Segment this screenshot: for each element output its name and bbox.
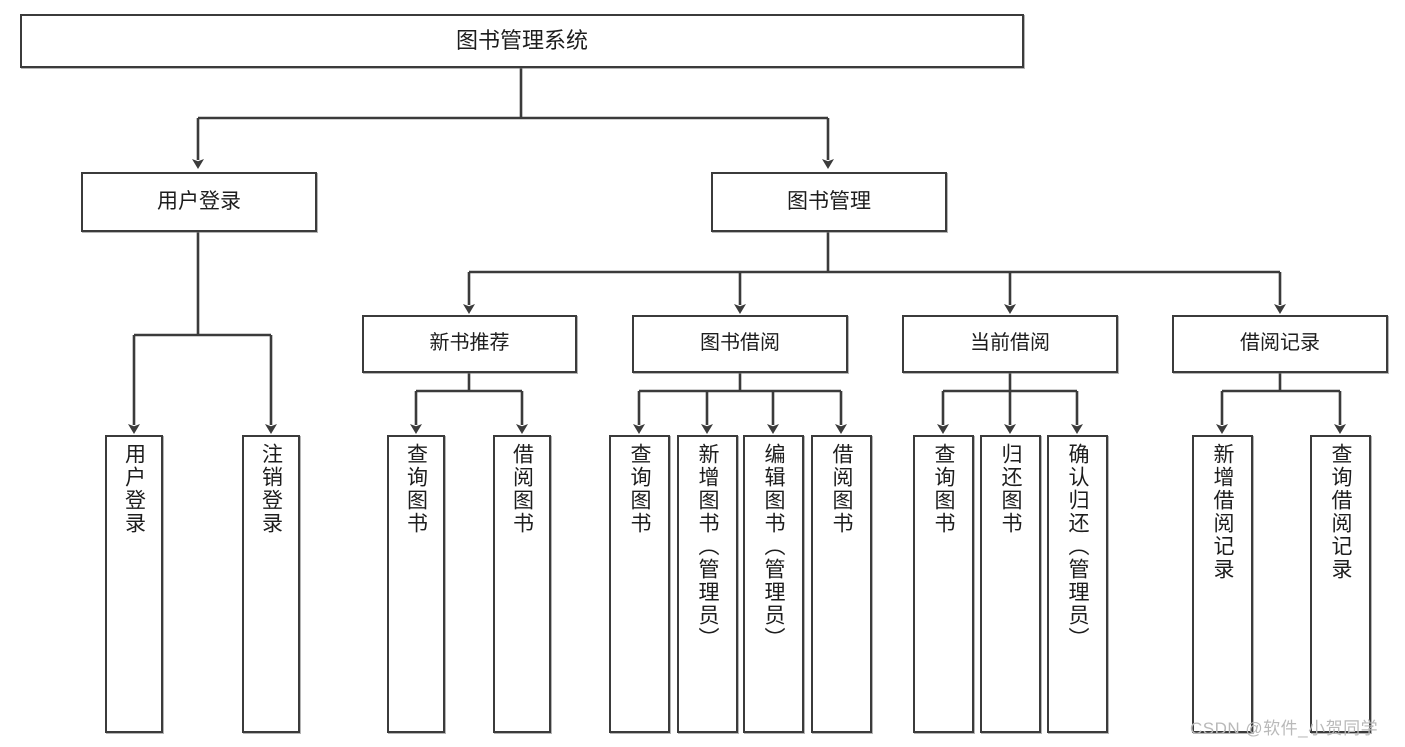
node-new-book-recommend[interactable]: 新书推荐 [362,315,577,373]
leaf-borrow-book-label: 借阅图书 [830,443,853,535]
leaf-borrow-book-recommend-label: 借阅图书 [510,443,534,535]
leaf-query-borrow-record[interactable]: 查询借阅记录 [1310,435,1371,733]
node-book-borrow-label: 图书借阅 [700,332,780,355]
node-current-borrow-label: 当前借阅 [970,332,1050,355]
node-new-book-recommend-label: 新书推荐 [429,332,510,355]
leaf-edit-book-admin-label: 编辑图书（管理员） [762,443,785,650]
leaf-query-book-label: 查询图书 [628,443,651,535]
leaf-query-book-recommend[interactable]: 查询图书 [387,435,445,733]
node-user-login-label: 用户登录 [157,189,241,213]
watermark: CSDN @软件_小贺同学 [1190,719,1379,738]
leaf-borrow-book-recommend[interactable]: 借阅图书 [493,435,551,733]
node-root[interactable]: 图书管理系统 [20,14,1024,68]
leaf-query-book-current-label: 查询图书 [932,443,955,535]
node-book-management[interactable]: 图书管理 [711,172,947,232]
leaf-borrow-book[interactable]: 借阅图书 [811,435,872,733]
leaf-return-book-label: 归还图书 [999,443,1022,535]
leaf-confirm-return-admin-label: 确认归还（管理员） [1066,443,1089,650]
node-current-borrow[interactable]: 当前借阅 [902,315,1118,373]
leaf-return-book[interactable]: 归还图书 [980,435,1041,733]
node-root-label: 图书管理系统 [455,28,588,54]
node-book-borrow[interactable]: 图书借阅 [632,315,848,373]
leaf-confirm-return-admin[interactable]: 确认归还（管理员） [1047,435,1108,733]
leaf-query-book-recommend-label: 查询图书 [404,443,428,535]
node-user-login[interactable]: 用户登录 [81,172,317,232]
leaf-logout[interactable]: 注销登录 [242,435,300,733]
node-borrow-record[interactable]: 借阅记录 [1172,315,1388,373]
leaf-edit-book-admin[interactable]: 编辑图书（管理员） [743,435,804,733]
leaf-logout-label: 注销登录 [259,443,283,535]
leaf-add-book-admin-label: 新增图书（管理员） [696,443,719,650]
leaf-add-book-admin[interactable]: 新增图书（管理员） [677,435,738,733]
leaf-user-login[interactable]: 用户登录 [105,435,163,733]
leaf-add-borrow-record[interactable]: 新增借阅记录 [1192,435,1253,733]
leaf-query-book[interactable]: 查询图书 [609,435,670,733]
leaf-query-borrow-record-label: 查询借阅记录 [1329,443,1352,581]
leaf-add-borrow-record-label: 新增借阅记录 [1211,443,1234,581]
leaf-user-login-label: 用户登录 [122,443,146,535]
leaf-query-book-current[interactable]: 查询图书 [913,435,974,733]
node-borrow-record-label: 借阅记录 [1240,332,1320,355]
node-book-management-label: 图书管理 [787,189,871,213]
